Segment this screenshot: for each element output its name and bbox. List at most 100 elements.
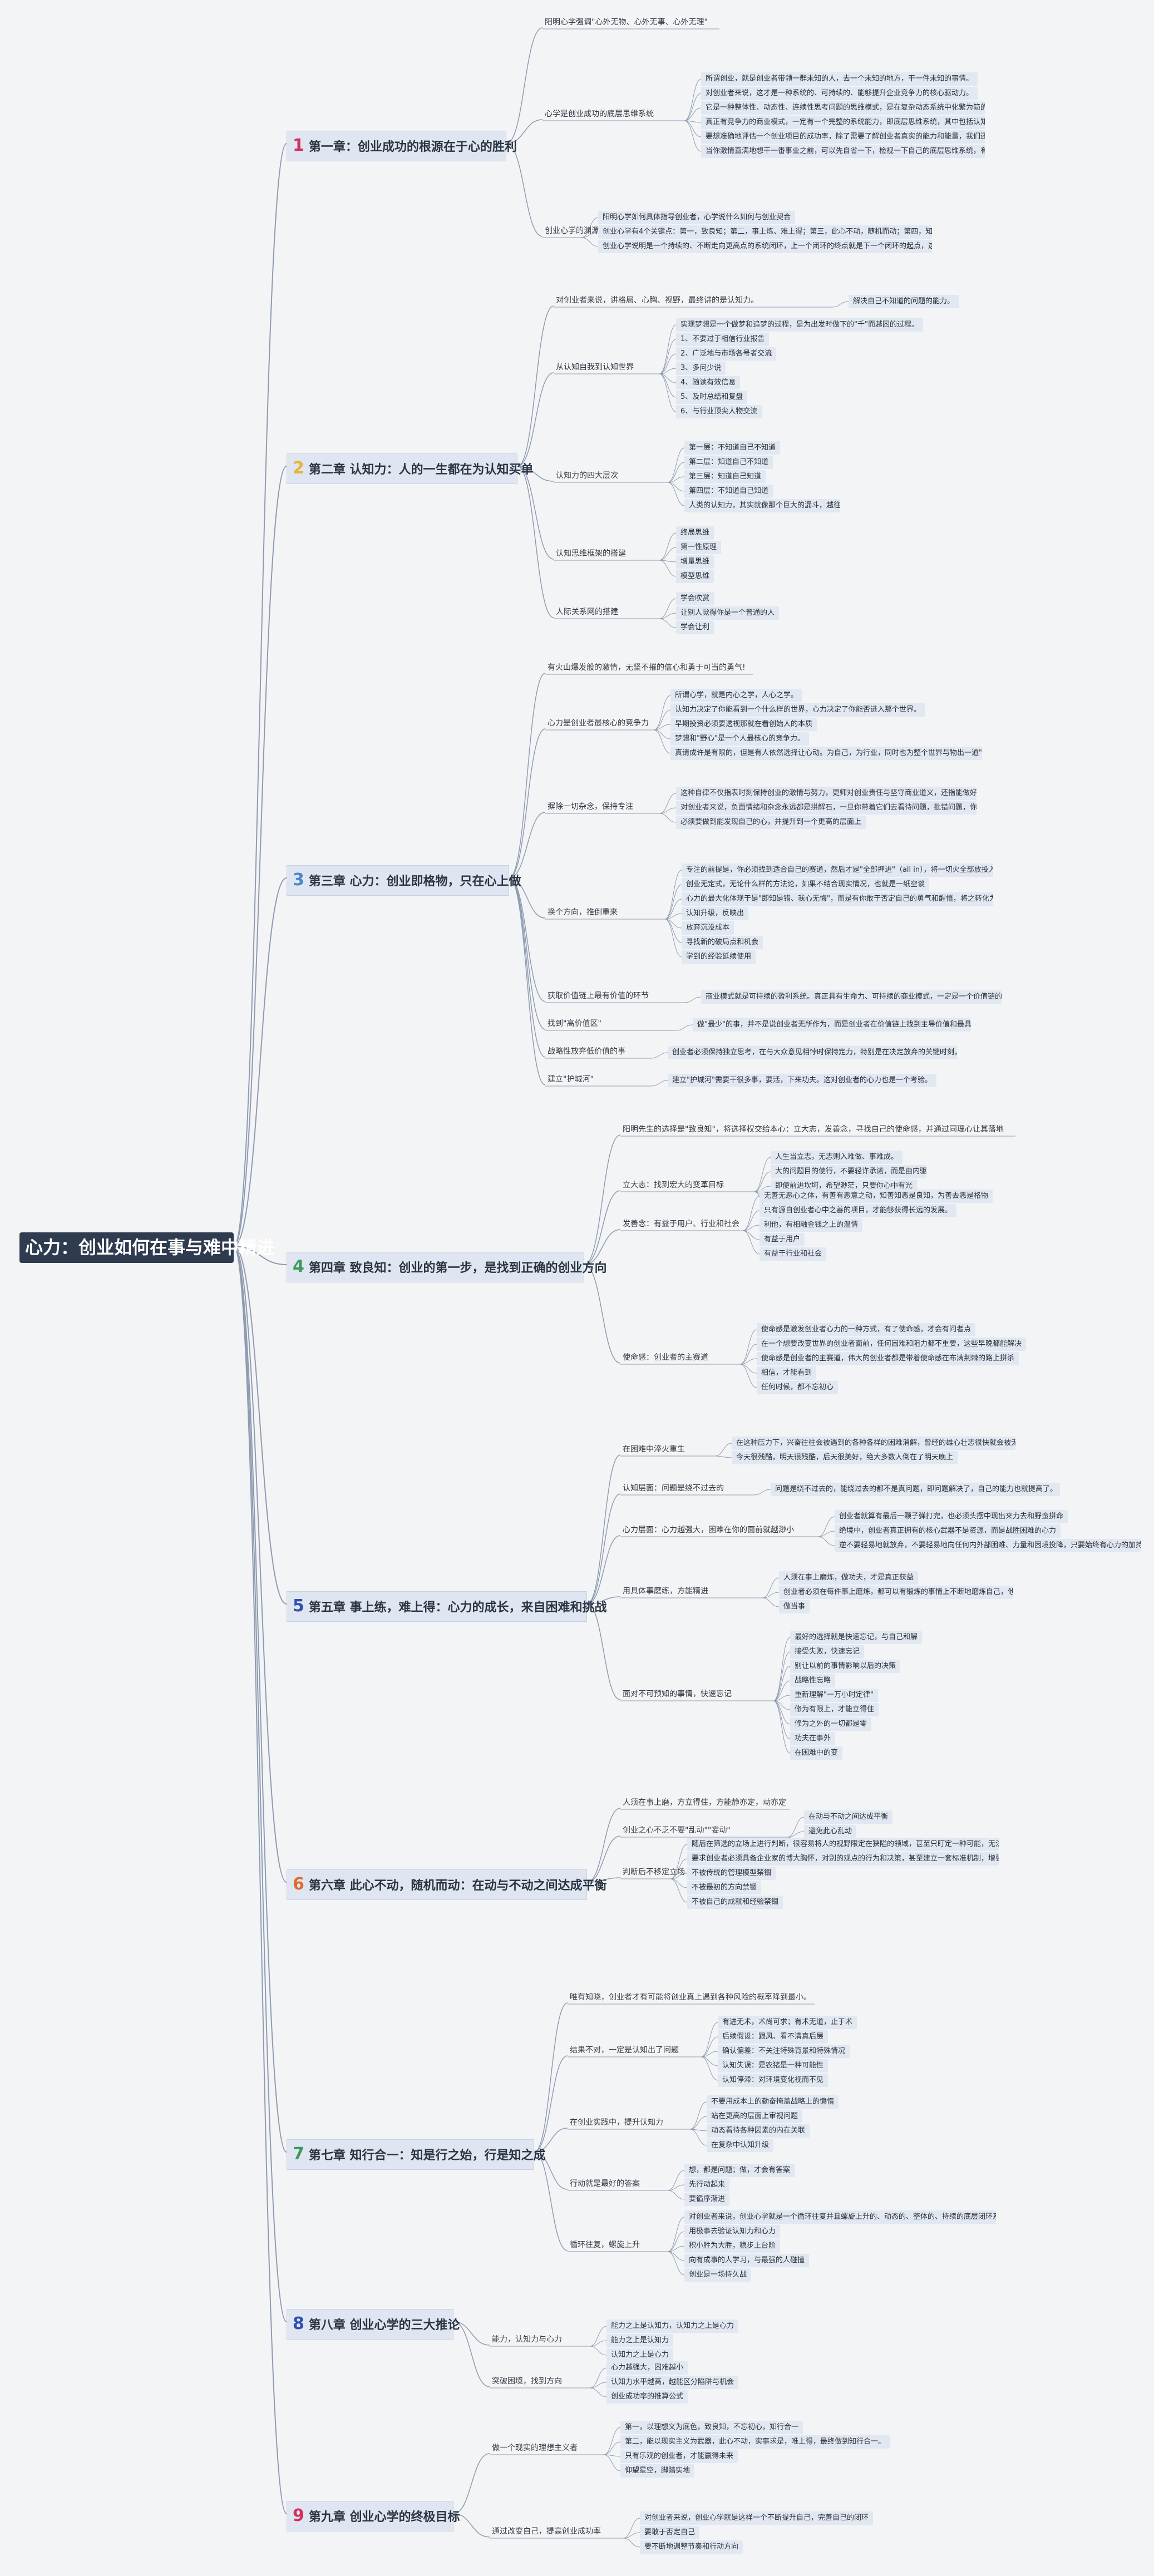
subtopic-node[interactable]: 人须在事上磨，方立得住，方能静亦定，动亦定: [623, 1798, 786, 1807]
leaf-node[interactable]: 站在更高的层面上审视问题: [707, 2110, 803, 2123]
leaf-node[interactable]: 最好的选择就是快速忘记，与自己和解: [790, 1631, 923, 1644]
leaf-node[interactable]: 做"最少"的事，并不是说创业者无所作为，而是创业者在价值链上找到主导价值和最具价…: [693, 1018, 971, 1032]
leaf-node[interactable]: 在这种压力下，兴奋往往会被遇到的各种各样的困难消解，曾经的雄心壮志很快就会被无情…: [732, 1437, 1015, 1450]
leaf-node[interactable]: 学会吹赏: [676, 592, 714, 605]
subtopic-node[interactable]: 结果不对，一定是认知出了问题: [570, 2046, 679, 2055]
subtopic-node[interactable]: 对创业者来说，讲格局、心胸、视野，最终讲的是认知力。: [556, 296, 758, 305]
subtopic-node[interactable]: 心学是创业成功的底层思维系统: [545, 110, 654, 119]
subtopic-node[interactable]: 认知层面：问题是绕不过去的: [623, 1484, 724, 1493]
leaf-node[interactable]: 认知力之上是心力: [606, 2348, 674, 2362]
leaf-node[interactable]: 这种自律不仅指表时刻保持创业的激情与努力，更师对创业责任与坚守商业道义，还指能做…: [676, 787, 977, 800]
leaf-node[interactable]: 绝境中，创业者真正拥有的核心武器不是资源，而是战胜困难的心力: [835, 1524, 1061, 1538]
leaf-node[interactable]: 当你激情直满地想干一番事业之前，可以先自省一下，检视一下自己的底层思维系统，有没…: [701, 145, 985, 158]
subtopic-node[interactable]: 心力层面：心力越强大，困难在你的面前就越渺小: [623, 1526, 794, 1534]
leaf-node[interactable]: 人类的认知力，其实就像那个巨大的漏斗，越往下，空间越小，机会越少，越容易受制于固…: [684, 499, 840, 512]
leaf-node[interactable]: 后续假设：跟风、看不清真后层: [718, 2030, 828, 2044]
leaf-node[interactable]: 学到的经验延续使用: [682, 950, 756, 964]
leaf-node[interactable]: 1、不要过于相信行业报告: [676, 333, 770, 346]
leaf-node[interactable]: 专注的前提是，你必须找到适合自己的赛道，然后才是"全部押进"（all in），将…: [682, 863, 993, 877]
subtopic-node[interactable]: 人际关系网的搭建: [556, 608, 618, 616]
subtopic-node[interactable]: 发善念：有益于用户、行业和社会: [623, 1220, 739, 1228]
leaf-node[interactable]: 修为有限上，才能立得住: [790, 1703, 879, 1716]
leaf-node[interactable]: 利他，有相融金钱之上的温情: [760, 1218, 863, 1232]
leaf-node[interactable]: 第二层：知道自己不知道: [684, 456, 773, 469]
leaf-node[interactable]: 要想准确地评估一个创业项目的成功率，除了需要了解创业者真实的能力和能量，我们还应…: [701, 130, 985, 144]
subtopic-node[interactable]: 战略性放弃低价值的事: [548, 1047, 625, 1056]
leaf-node[interactable]: 在复杂中认知升级: [707, 2139, 774, 2152]
leaf-node[interactable]: 真正有竞争力的商业模式，一定有一个完整的系统能力，即底层思维系统，其中包括认知、…: [701, 116, 985, 129]
leaf-node[interactable]: 积小胜为大胜，稳步上台阶: [684, 2239, 781, 2253]
leaf-node[interactable]: 阳明心学如何具体指导创业者，心学说什么如何与创业契合: [598, 211, 796, 224]
leaf-node[interactable]: 问题是绕不过去的，能绕过去的都不是真问题，即问题解决了，自己的能力也就提高了。: [771, 1483, 1060, 1496]
leaf-node[interactable]: 认知力决定了你能看到一个什么样的世界，心力决定了你能否进入那个世界。: [670, 703, 926, 717]
subtopic-node[interactable]: 换个方向，推倒重来: [548, 908, 618, 917]
leaf-node[interactable]: 心力的最大化体现于是"即知是错、我心无悔"，而是有你敢于否定自己的勇气和醒悟，将…: [682, 892, 993, 906]
leaf-node[interactable]: 实现梦想是一个做梦和追梦的过程，是为出发时做下的"千"而越困的过程。: [676, 318, 923, 332]
leaf-node[interactable]: 功夫在事外: [790, 1732, 836, 1745]
leaf-node[interactable]: 创业者就算有最后一颗子弹打完，也必须头摆中现出来力去和野蛮拼命: [835, 1510, 1068, 1523]
leaf-node[interactable]: 在动与不动之间达成平衡: [804, 1810, 893, 1824]
subtopic-node[interactable]: 立大志：找到宏大的变革目标: [623, 1181, 724, 1190]
leaf-node[interactable]: 放弃沉没成本: [682, 921, 734, 935]
subtopic-node[interactable]: 唯有知晓，创业者才有可能将创业真上遇到各种风险的概率降到最小。: [570, 1993, 811, 2002]
leaf-node[interactable]: 第一层：不知道自己不知道: [684, 441, 781, 455]
leaf-node[interactable]: 创业者必须在每件事上磨炼，都可以有锻炼的事情上不断地磨炼自己，他的人生和事业才能…: [779, 1586, 1013, 1599]
leaf-node[interactable]: 它是一种整体性、动态性、连续性思考问题的思维模式，是在复杂动态系统中化繁为简的智…: [701, 101, 985, 115]
leaf-node[interactable]: 做当事: [779, 1600, 810, 1613]
leaf-node[interactable]: 创业心学有4个关键点：第一，致良知；第二，事上炼、难上得；第三，此心不动，随机而…: [598, 225, 932, 239]
leaf-node[interactable]: 无善无恶心之体，有善有恶意之动，知善知恶是良知，为善去恶是格物: [760, 1190, 993, 1203]
subtopic-node[interactable]: 判断后不移定立场: [623, 1868, 685, 1877]
subtopic-node[interactable]: 在创业实践中，提升认知力: [570, 2118, 663, 2127]
leaf-node[interactable]: 任何时候，都不忘初心: [757, 1381, 839, 1394]
subtopic-node[interactable]: 认知力的四大层次: [556, 471, 618, 480]
leaf-node[interactable]: 仰望星空，脚踏实地: [620, 2464, 695, 2478]
leaf-node[interactable]: 终局思维: [676, 526, 714, 540]
leaf-node[interactable]: 让别人觉得你是一个普通的人: [676, 606, 780, 620]
leaf-node[interactable]: 3、多问少说: [676, 362, 726, 375]
leaf-node[interactable]: 学会让利: [676, 621, 714, 634]
root-node[interactable]: 心力：创业如何在事与难中精进: [19, 1232, 274, 1264]
leaf-node[interactable]: 第一，以理想义为底色，致良知，不忘初心，知行合一: [620, 2421, 803, 2434]
leaf-node[interactable]: 早期投资必须要透视那就在看创始人的本质: [670, 718, 817, 731]
leaf-node[interactable]: 建立"护城河"需要干很多事，要活，下来功夫。这对创业者的心力也是一个考验。: [668, 1074, 936, 1087]
leaf-node[interactable]: 用极事去验证认知力和心力: [684, 2225, 781, 2238]
leaf-node[interactable]: 人须在事上磨炼，做功夫，才是真正获益: [779, 1571, 919, 1585]
leaf-node[interactable]: 第二，能以现实主义为武器，此心不动，实事求是，唯上得，最终做到知行合一。: [620, 2435, 890, 2449]
leaf-node[interactable]: 认知升级，反映出: [682, 907, 749, 920]
leaf-node[interactable]: 不要用成本上的勤奋掩盖战略上的懒惰: [707, 2095, 839, 2109]
subtopic-node[interactable]: 用具体事磨练，方能精进: [623, 1587, 708, 1596]
subtopic-node[interactable]: 能力，认知力与心力: [492, 2335, 562, 2344]
subtopic-node[interactable]: 认知思维框架的搭建: [556, 549, 626, 558]
leaf-node[interactable]: 战略性忘略: [790, 1674, 836, 1687]
subtopic-node[interactable]: 获取价值链上最有价值的环节: [548, 991, 649, 1000]
leaf-node[interactable]: 相信，才能看到: [757, 1366, 817, 1380]
subtopic-node[interactable]: 做一个现实的理想主义者: [492, 2444, 578, 2452]
leaf-node[interactable]: 真请成许是有限的，但是有人依然选择让心动。为自己，为行业，同时也为整个世界与物出…: [670, 747, 982, 760]
leaf-node[interactable]: 5、及时总结和复盘: [676, 391, 748, 404]
leaf-node[interactable]: 创业心学说明是一个持续的、不断走向更高点的系统闭环，上一个闭环的终点就是下一个闭…: [598, 240, 932, 253]
leaf-node[interactable]: 重新理解"一万小时定律": [790, 1689, 878, 1702]
leaf-node[interactable]: 增量思维: [676, 555, 714, 569]
leaf-node[interactable]: 使命感是激发创业者心力的一种方式，有了使命感，才会有问者点: [757, 1323, 976, 1336]
leaf-node[interactable]: 先行动起来: [684, 2178, 730, 2192]
leaf-node[interactable]: 避免此心乱动: [804, 1825, 857, 1838]
leaf-node[interactable]: 心力越强大，困难越小: [606, 2361, 688, 2375]
subtopic-node[interactable]: 找到"高价值区": [548, 1019, 601, 1028]
leaf-node[interactable]: 修为之外的一切都是零: [790, 1718, 872, 1731]
leaf-node[interactable]: 所谓创业，就是创业者带领一群未知的人，去一个未知的地方，干一件未知的事情。: [701, 72, 978, 86]
leaf-node[interactable]: 在一个想要改变世界的创业者面前，任何困难和阻力都不重要，这些早晚都能解决: [757, 1338, 1027, 1351]
leaf-node[interactable]: 确认偏差：不关注特殊背景和特殊情况: [718, 2045, 850, 2058]
leaf-node[interactable]: 不被最初的方向禁锢: [687, 1881, 762, 1894]
leaf-node[interactable]: 即使前进坎坷，希望渺茫，只要你心中有光: [771, 1180, 918, 1193]
leaf-node[interactable]: 梦想和"野心"是一个人最核心的竞争力。: [670, 732, 809, 746]
leaf-node[interactable]: 要循序渐进: [684, 2193, 730, 2206]
leaf-node[interactable]: 向有成事的人学习，与最强的人碰撞: [684, 2254, 810, 2267]
leaf-node[interactable]: 认知失误：是农猪是一种可能性: [718, 2059, 828, 2072]
subtopic-node[interactable]: 突破困境，找到方向: [492, 2377, 562, 2386]
leaf-node[interactable]: 不被传统的管理模型禁锢: [687, 1867, 776, 1880]
